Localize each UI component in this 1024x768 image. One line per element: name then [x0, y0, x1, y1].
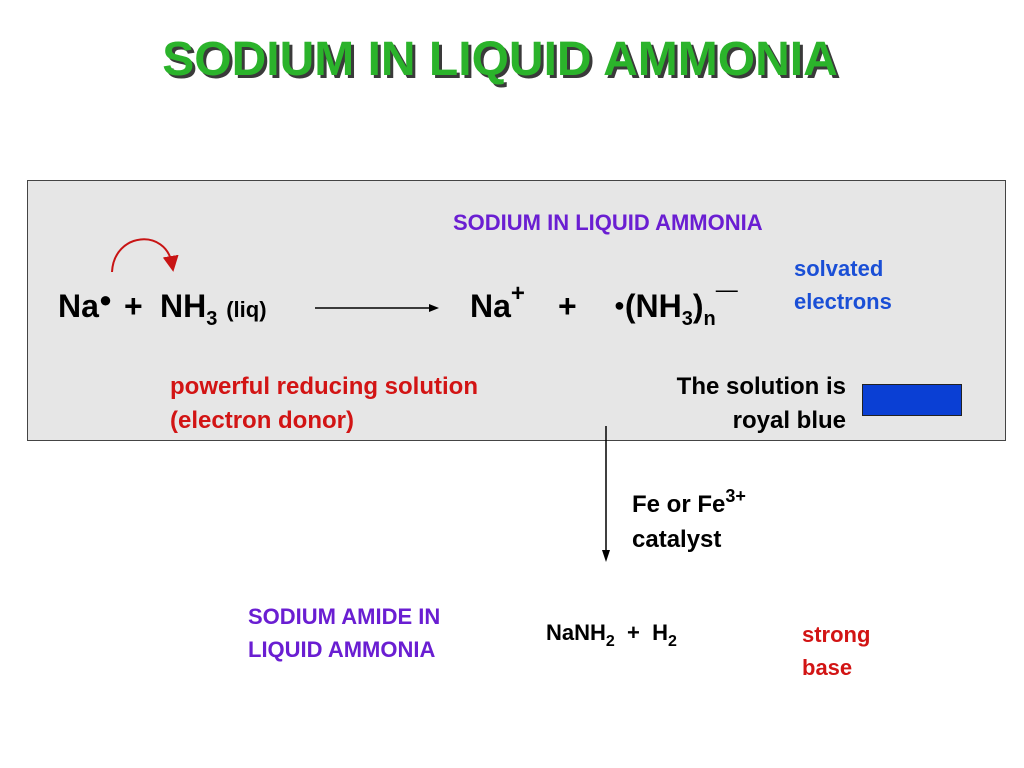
product-sodium-ion: Na+	[470, 280, 525, 325]
reducing-solution-note: powerful reducing solution (electron don…	[170, 370, 478, 438]
ammonia-symbol: NH	[160, 288, 207, 324]
hydrogen-subscript: 2	[668, 633, 677, 650]
strong-base-line1: strong	[802, 622, 871, 647]
amide-label-line2: LIQUID AMMONIA	[248, 637, 436, 662]
solvated-subscript-n: n	[703, 308, 716, 330]
royal-blue-swatch	[862, 384, 962, 416]
electron-dot-icon: ●	[614, 295, 625, 315]
product-solvated-electron: ●(NH3)n —	[614, 277, 738, 330]
ammonia-subscript: 3	[206, 308, 218, 330]
radical-dot-icon: ●	[98, 287, 113, 312]
reaction-panel	[27, 180, 1006, 441]
product-plus: +	[558, 288, 577, 324]
solvated-charge: —	[715, 277, 738, 302]
hydrogen-formula: H	[652, 620, 669, 645]
solvated-label-line1: solvated	[794, 256, 884, 281]
reducing-line2: (electron donor)	[170, 407, 354, 434]
panel-heading: SODIUM IN LIQUID AMMONIA	[453, 210, 763, 235]
sodium-symbol: Na	[58, 288, 99, 324]
solvated-electrons-label: solvated electrons	[794, 252, 892, 318]
amide-equation: NaNH2 + H2	[546, 620, 677, 650]
solvated-label-line2: electrons	[794, 289, 892, 314]
down-arrow-icon	[602, 426, 610, 562]
reaction-arrow-icon	[315, 304, 439, 312]
catalyst-charge: 3+	[725, 486, 746, 506]
reactant-ammonia: NH3 (liq)	[160, 288, 267, 330]
page-title: SODIUM IN LIQUID AMMONIA	[162, 33, 838, 86]
sodium-amide-formula: NaNH	[546, 620, 606, 645]
catalyst-line2: catalyst	[632, 526, 722, 553]
catalyst-iron: Fe or Fe	[632, 491, 726, 518]
strong-base-line2: base	[802, 655, 853, 680]
catalyst-line1: Fe or Fe3+	[632, 486, 746, 523]
liquid-state-label: (liq)	[226, 297, 267, 322]
solution-color-note: The solution is royal blue	[600, 370, 846, 438]
solvated-close: )	[692, 288, 704, 324]
reactant-sodium: Na●	[58, 287, 113, 325]
sodium-ion-charge: +	[510, 280, 525, 307]
catalyst-note: Fe or Fe3+ catalyst	[632, 486, 746, 557]
solution-line2: royal blue	[732, 407, 846, 434]
sodium-amide-subscript: 2	[605, 633, 615, 650]
solution-line1: The solution is	[676, 373, 846, 400]
reactant-plus: +	[124, 288, 143, 324]
amide-label-line1: SODIUM AMIDE IN	[248, 604, 441, 629]
solvated-open: (NH	[624, 288, 682, 324]
sodium-ion-symbol: Na	[470, 288, 511, 324]
solvated-subscript-3: 3	[681, 308, 693, 330]
amide-plus: +	[627, 620, 640, 645]
reducing-line1: powerful reducing solution	[170, 373, 478, 400]
strong-base-note: strong base	[802, 618, 870, 684]
curved-arrow-icon	[111, 238, 179, 273]
amide-label: SODIUM AMIDE IN LIQUID AMMONIA	[248, 600, 440, 666]
